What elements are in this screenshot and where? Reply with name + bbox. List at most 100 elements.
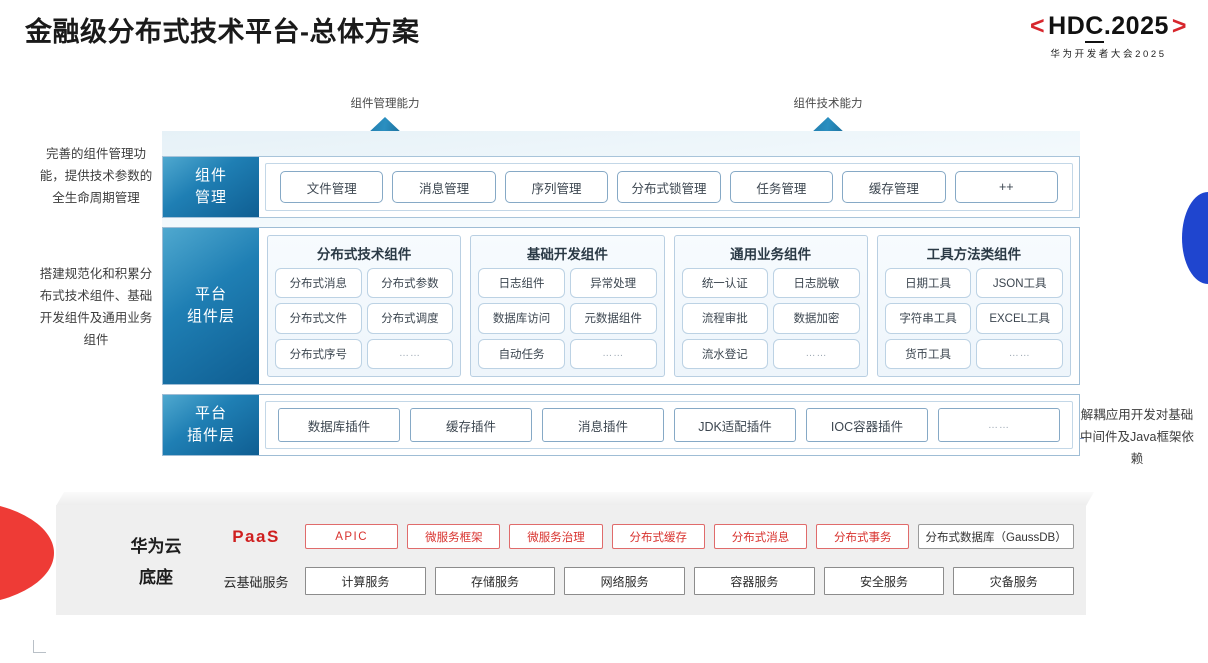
cell-log-desensitization[interactable]: 日志脱敏	[773, 268, 860, 299]
huawei-cloud-base: 华为云 底座 PaaS APIC 微服务框架 微服务治理 分布式缓存 分布式消息…	[38, 492, 1094, 620]
callout-label: 组件技术能力	[793, 98, 863, 110]
hdc-right-bracket: >	[1171, 12, 1187, 40]
page-title: 金融级分布式技术平台-总体方案	[25, 17, 420, 47]
chip-apic[interactable]: APIC	[305, 524, 399, 549]
chip-distributed-message[interactable]: 分布式消息	[713, 524, 808, 549]
chip-compute-service[interactable]: 计算服务	[305, 567, 426, 595]
chip-microservice-framework[interactable]: 微服务框架	[407, 524, 501, 549]
chip-network-service[interactable]: 网络服务	[564, 567, 686, 595]
base-top-bevel	[38, 492, 1094, 506]
side-note-right: 解耦应用开发对基础中间件及Java框架依赖	[1080, 408, 1194, 466]
pill-distributed-lock-management[interactable]: 分布式锁管理	[617, 171, 721, 203]
cell-distributed-sequence[interactable]: 分布式序号	[275, 338, 362, 369]
side-note-left-top: 完善的组件管理功能，提供技术参数的全生命周期管理	[39, 147, 153, 205]
band-platform-plugin-layer: 平台 插件层 数据库插件 缓存插件 消息插件 JDK适配插件 IOC容器插件 ……	[162, 394, 1080, 456]
hdc-text-underlined: C	[1085, 12, 1104, 43]
plugin-ioc-container[interactable]: IOC容器插件	[806, 408, 928, 442]
band-label-line1: 平台	[194, 286, 227, 303]
pill-sequence-management[interactable]: 序列管理	[504, 171, 609, 203]
pill-file-management[interactable]: 文件管理	[280, 171, 384, 203]
cell-distributed-schedule[interactable]: 分布式调度	[366, 303, 454, 334]
cloud-basic-services-row: 云基础服务 计算服务 存储服务 网络服务 容器服务 安全服务 灾备服务	[216, 567, 1075, 595]
band-component-management: 组件 管理 文件管理 消息管理 序列管理 分布式锁管理 任务管理 缓存管理 ++	[162, 156, 1080, 218]
chip-security-service[interactable]: 安全服务	[823, 567, 945, 595]
base-label-line1: 华为云	[130, 537, 182, 556]
cell-currency-tool[interactable]: 货币工具	[884, 338, 972, 369]
paas-tag: PaaS	[232, 526, 280, 546]
cell-string-tool[interactable]: 字符串工具	[884, 303, 972, 334]
cell-data-encryption[interactable]: 数据加密	[773, 303, 860, 334]
group-tool-method-components: 工具方法类组件 日期工具 JSON工具 字符串工具 EXCEL工具 货币工具 ……	[876, 235, 1071, 377]
plugin-cache[interactable]: 缓存插件	[410, 408, 532, 442]
chip-storage-service[interactable]: 存储服务	[434, 567, 556, 595]
band-label-platform-plugin-layer: 平台 插件层	[163, 395, 259, 455]
band-label-component-management: 组件 管理	[163, 157, 259, 217]
chip-distributed-transaction[interactable]: 分布式事务	[816, 524, 910, 549]
pill-task-management[interactable]: 任务管理	[729, 171, 834, 203]
paas-row: PaaS APIC 微服务框架 微服务治理 分布式缓存 分布式消息 分布式事务 …	[216, 524, 1074, 549]
cell-more[interactable]: ……	[976, 338, 1063, 369]
cell-database-access[interactable]: 数据库访问	[478, 303, 565, 334]
pill-cache-management[interactable]: 缓存管理	[842, 171, 946, 203]
band-label-line2: 插件层	[186, 427, 235, 444]
group-title: 工具方法类组件	[926, 247, 1022, 262]
cell-date-tool[interactable]: 日期工具	[884, 268, 972, 299]
plugin-more[interactable]: ……	[938, 408, 1060, 442]
band-body-platform-plugin-layer: 数据库插件 缓存插件 消息插件 JDK适配插件 IOC容器插件 ……	[265, 401, 1073, 449]
chip-microservice-governance[interactable]: 微服务治理	[509, 524, 603, 549]
cell-exception-handling[interactable]: 异常处理	[569, 268, 657, 299]
base-label-line2: 底座	[139, 568, 173, 587]
cell-unified-auth[interactable]: 统一认证	[681, 268, 769, 299]
plugin-database[interactable]: 数据库插件	[278, 408, 400, 442]
cell-excel-tool[interactable]: EXCEL工具	[976, 303, 1063, 334]
hdc-left-bracket: <	[1030, 12, 1046, 40]
band-label-line1: 组件	[194, 167, 227, 184]
cell-more[interactable]: ……	[366, 338, 454, 369]
pill-more[interactable]: ++	[954, 171, 1058, 203]
side-note-left-bottom: 搭建规范化和积累分布式技术组件、基础开发组件及通用业务组件	[39, 267, 153, 347]
band-body-platform-component-layer: 分布式技术组件 分布式消息 分布式参数 分布式文件 分布式调度 分布式序号 ………	[259, 228, 1079, 384]
band-platform-component-layer: 平台 组件层 分布式技术组件 分布式消息 分布式参数 分布式文件 分布式调度 分…	[162, 227, 1080, 385]
band-label-platform-component-layer: 平台 组件层	[163, 228, 259, 384]
chip-distributed-database-gaussdb[interactable]: 分布式数据库（GaussDB）	[918, 524, 1074, 549]
group-title: 基础开发组件	[526, 247, 608, 262]
group-general-business-components: 通用业务组件 统一认证 日志脱敏 流程审批 数据加密 流水登记 ……	[673, 235, 868, 377]
cell-distributed-message[interactable]: 分布式消息	[275, 268, 362, 299]
hdc-logo-main: <HDC.2025>	[1027, 12, 1190, 43]
chip-container-service[interactable]: 容器服务	[694, 567, 815, 595]
callout-label: 组件管理能力	[350, 98, 420, 110]
hdc-logo-subtitle: 华为开发者大会2025	[1050, 49, 1167, 60]
group-grid: 日期工具 JSON工具 字符串工具 EXCEL工具 货币工具 ……	[884, 268, 1063, 369]
cell-process-approval[interactable]: 流程审批	[681, 303, 769, 334]
blue-circle-decoration	[1182, 192, 1208, 284]
base-body: 华为云 底座 PaaS APIC 微服务框架 微服务治理 分布式缓存 分布式消息…	[56, 505, 1086, 615]
group-distributed-tech-components: 分布式技术组件 分布式消息 分布式参数 分布式文件 分布式调度 分布式序号 ……	[267, 235, 462, 377]
architecture-panel: 组件 管理 文件管理 消息管理 序列管理 分布式锁管理 任务管理 缓存管理 ++…	[162, 131, 1080, 481]
hdc-text-a: HD	[1048, 12, 1086, 40]
cell-json-tool[interactable]: JSON工具	[976, 268, 1063, 299]
band-body-component-management: 文件管理 消息管理 序列管理 分布式锁管理 任务管理 缓存管理 ++	[265, 163, 1073, 211]
chip-disaster-recovery-service[interactable]: 灾备服务	[953, 567, 1075, 595]
hdc-text-b: .2025	[1103, 12, 1169, 40]
band-label-line1: 平台	[194, 405, 227, 422]
band-label-line2: 管理	[194, 189, 227, 206]
group-grid: 分布式消息 分布式参数 分布式文件 分布式调度 分布式序号 ……	[275, 268, 454, 369]
plugin-jdk-adapter[interactable]: JDK适配插件	[674, 408, 796, 442]
cell-distributed-file[interactable]: 分布式文件	[275, 303, 362, 334]
cell-more[interactable]: ……	[569, 338, 657, 369]
cell-log-component[interactable]: 日志组件	[478, 268, 565, 299]
cell-transaction-record[interactable]: 流水登记	[681, 338, 769, 369]
plugin-message[interactable]: 消息插件	[542, 408, 664, 442]
cell-automatic-task[interactable]: 自动任务	[478, 338, 565, 369]
cell-more[interactable]: ……	[773, 338, 860, 369]
pill-message-management[interactable]: 消息管理	[392, 171, 496, 203]
group-title: 分布式技术组件	[316, 247, 412, 262]
group-title: 通用业务组件	[730, 247, 812, 262]
bottom-corner-mark	[33, 640, 46, 653]
cell-distributed-parameter[interactable]: 分布式参数	[366, 268, 454, 299]
cloud-basic-tag: 云基础服务	[223, 574, 289, 590]
cell-metadata-component[interactable]: 元数据组件	[569, 303, 657, 334]
group-basic-dev-components: 基础开发组件 日志组件 异常处理 数据库访问 元数据组件 自动任务 ……	[470, 235, 665, 377]
hdc-logo: <HDC.2025> 华为开发者大会2025	[1027, 12, 1190, 60]
chip-distributed-cache[interactable]: 分布式缓存	[611, 524, 705, 549]
